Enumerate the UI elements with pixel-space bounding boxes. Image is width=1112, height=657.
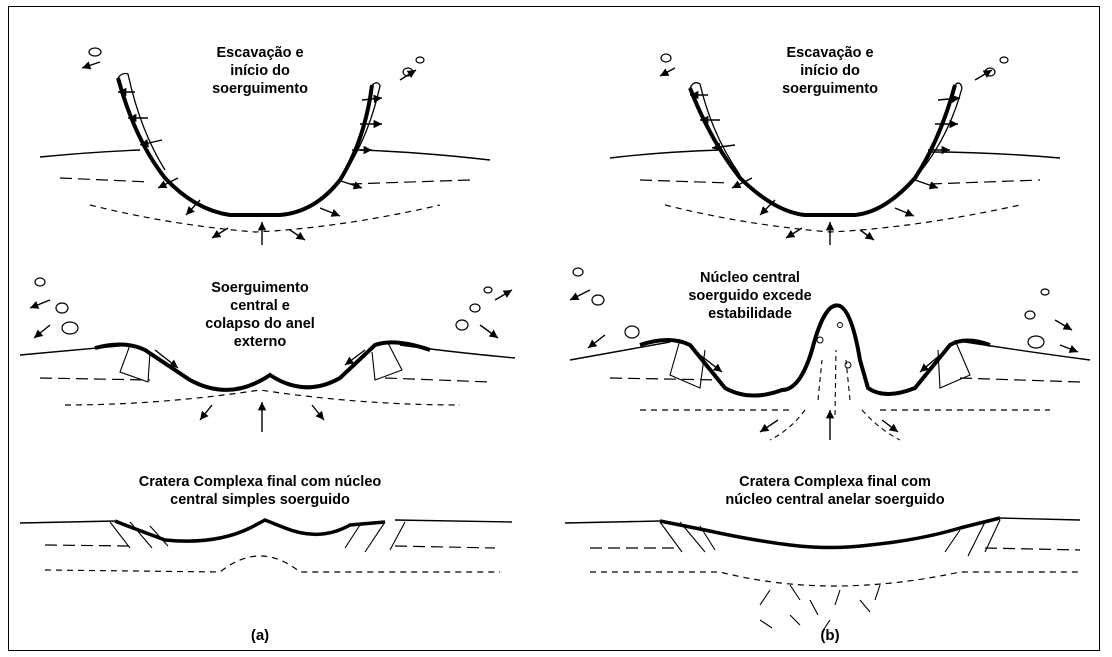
terrace-blocks-left [110,522,168,548]
ejecta-curtain-left [690,83,740,175]
stage-a3-cross-section [20,520,512,572]
ejecta-block [1028,336,1044,348]
fracture-zone [760,585,880,632]
ground-surface-right [930,152,1060,158]
ejecta-block [484,287,492,293]
ejecta-block [456,320,468,330]
breccia-clast [845,362,851,368]
ejecta-block [1041,289,1049,295]
ejecta-curtain-left [118,74,165,171]
ejecta-block [89,48,101,56]
ejecta-block [56,303,68,313]
stratum-dashed-1 [640,180,1040,184]
crater-wall [118,78,372,215]
stratum-dashed-2 [45,556,500,572]
crater-profile [115,520,385,541]
crater-wall [690,85,955,215]
slump-block-right [372,343,402,380]
ejecta-block [62,322,78,334]
stage-b3-label: Cratera Complexa final com núcleo centra… [690,473,980,509]
ejecta-block [35,278,45,286]
ejecta-block [573,268,583,276]
stage-b1-label: Escavação e início do soerguimento [745,44,915,98]
stage-a2-label: Soerguimento central e colapso do anel e… [180,279,340,351]
breccia-clast [838,323,843,328]
ejecta-block [592,295,604,305]
ejecta-block [985,68,995,76]
breccia-clast [817,337,823,343]
slump-block-left [670,340,705,388]
stage-b3-cross-section [565,518,1080,632]
ground-surface-right [360,150,490,160]
stratum-dashed-2 [590,572,1080,586]
column-a-tag: (a) [230,627,290,645]
stratum-dashed-2 [90,205,440,232]
ejecta-block [470,304,480,312]
stratum-dashed-1 [45,545,495,548]
ground-surface [565,518,1080,523]
ejecta-block [416,57,424,63]
ground-surface-left [40,150,140,157]
slump-block-right [938,340,970,388]
ejecta-block [1000,57,1008,63]
ejecta-block [661,54,671,62]
stage-a1-label: Escavação e início do soerguimento [175,44,345,98]
column-b-tag: (b) [800,627,860,645]
stratum-dashed-2 [665,205,1020,232]
ejecta-block [1025,311,1035,319]
stage-b2-label: Núcleo central soerguido excede estabili… [660,269,840,323]
ground-surface-left [610,150,720,158]
terrace-blocks-right [345,522,405,552]
ejecta-block [625,326,639,338]
stratum-dashed-1 [60,178,470,184]
stage-a3-label: Cratera Complexa final com núcleo centra… [110,473,410,509]
